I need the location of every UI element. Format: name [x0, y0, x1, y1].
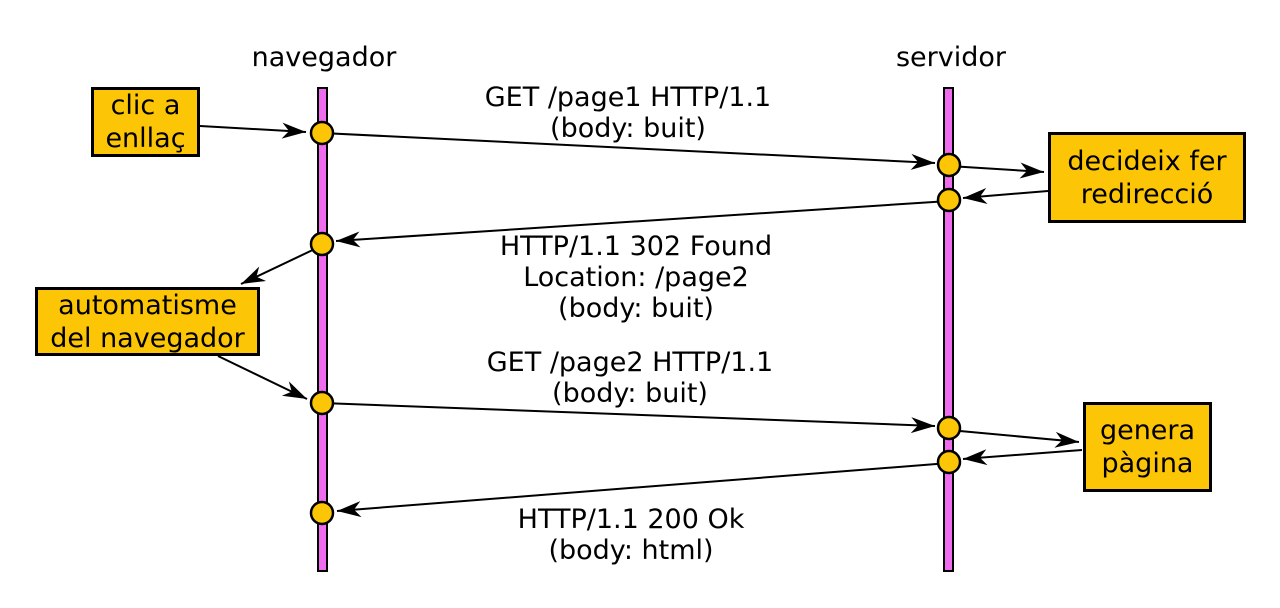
- activation-dot-navegador-4: [309, 500, 335, 526]
- note-arrow-clic-to-navegador: [199, 122, 307, 139]
- note-arrow-genera-to-servidor: [962, 449, 1083, 466]
- activation-dot-servidor-1: [936, 152, 962, 178]
- message-arrow-get-page1: [321, 132, 936, 170]
- message-line: (body: buit): [558, 293, 714, 324]
- message-arrow-200-ok: [336, 462, 950, 518]
- message-line: (body: html): [548, 535, 714, 566]
- note-decideix-fer-redireccio: decideix fer redirecció: [1048, 132, 1246, 223]
- activation-dot-servidor-2: [936, 187, 962, 213]
- note-genera-pagina: genera pàgina: [1083, 402, 1212, 492]
- note-line: genera: [1099, 415, 1196, 446]
- message-line: Location: /page2: [523, 262, 749, 293]
- note-clic-a-enllac: clic a enllaç: [91, 87, 200, 157]
- note-arrow-automatisme-to-navegador: [217, 355, 308, 400]
- note-arrow-decideix-to-servidor: [962, 188, 1049, 205]
- activation-dot-servidor-3: [936, 415, 962, 441]
- note-automatisme-del-navegador: automatisme del navegador: [35, 287, 260, 356]
- message-line: (body: buit): [550, 113, 706, 144]
- activation-dot-navegador-3: [309, 390, 335, 416]
- note-line: clic a: [110, 90, 181, 121]
- message-line: GET /page1 HTTP/1.1: [484, 82, 772, 113]
- message-label-get-page1: GET /page1 HTTP/1.1 (body: buit): [485, 82, 771, 144]
- actor-label-navegador: navegador: [251, 42, 397, 73]
- message-arrow-get-page2: [321, 402, 936, 434]
- message-label-302-found: HTTP/1.1 302 Found Location: /page2 (bod…: [500, 231, 772, 324]
- actor-label-servidor: servidor: [895, 42, 1007, 73]
- message-line: GET /page2 HTTP/1.1: [486, 347, 774, 378]
- message-line: HTTP/1.1 302 Found: [499, 231, 773, 262]
- note-arrow-navegador-to-automatisme: [240, 246, 320, 285]
- navegador-lifeline: [317, 87, 328, 572]
- message-arrow-302-found: [335, 200, 950, 248]
- activation-dot-servidor-4: [936, 449, 962, 475]
- message-line: (body: buit): [552, 378, 708, 409]
- note-line: automatisme: [58, 289, 237, 321]
- activation-dot-navegador-2: [309, 231, 335, 257]
- note-arrow-servidor-to-decideix: [948, 162, 1045, 179]
- note-arrow-servidor-to-genera: [948, 429, 1080, 448]
- note-line: enllaç: [105, 123, 186, 154]
- message-label-200-ok: HTTP/1.1 200 Ok (body: html): [518, 504, 745, 566]
- message-label-get-page2: GET /page2 HTTP/1.1 (body: buit): [487, 347, 773, 409]
- message-line: HTTP/1.1 200 Ok: [517, 504, 745, 535]
- note-line: del navegador: [50, 322, 245, 354]
- note-line: redirecció: [1080, 178, 1214, 210]
- note-line: pàgina: [1101, 448, 1194, 479]
- servidor-lifeline: [943, 87, 954, 572]
- note-line: decideix fer: [1067, 145, 1227, 177]
- activation-dot-navegador-1: [309, 120, 335, 146]
